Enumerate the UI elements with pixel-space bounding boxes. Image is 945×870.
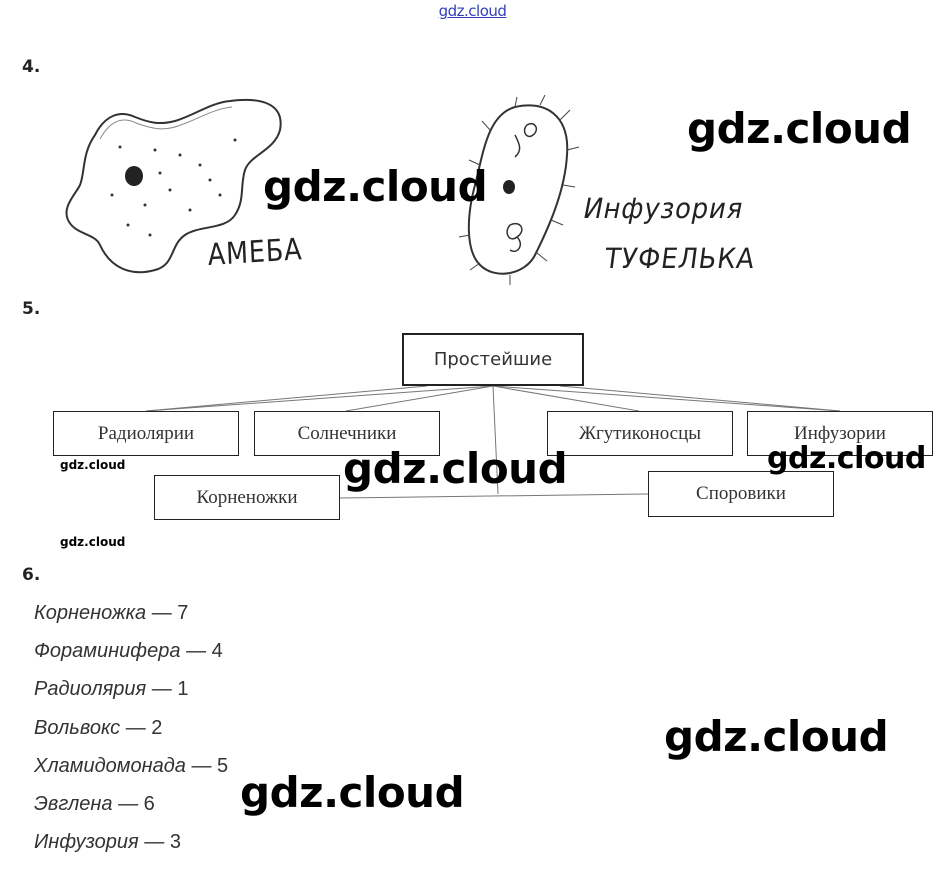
list-item: Корненожка — 7 — [34, 598, 228, 636]
watermark: gdz.cloud — [767, 441, 926, 476]
list-item-value: — 6 — [118, 792, 155, 815]
amoeba-drawing — [65, 98, 282, 274]
hierarchy-node-flagellates: Жгутиконосцы — [547, 411, 733, 456]
watermark: gdz.cloud — [60, 458, 126, 472]
watermark: gdz.cloud — [664, 712, 889, 761]
list-item: Фораминифера — 4 — [34, 636, 228, 674]
paramecium-drawing — [458, 95, 580, 285]
watermark: gdz.cloud — [60, 535, 126, 549]
section-5-number: 5. — [22, 299, 41, 319]
hierarchy-node-ciliates: Инфузории — [747, 411, 933, 456]
list-item-value: — 1 — [151, 678, 189, 701]
list-item: Инфузория — 3 — [34, 827, 228, 865]
watermark: gdz.cloud — [240, 768, 465, 817]
section-6-number: 6. — [22, 565, 41, 585]
list-item: Радиолярия — 1 — [34, 674, 228, 712]
list-item-name: Хламидомонада — [34, 754, 186, 777]
hierarchy-root-box: Простейшие — [402, 333, 584, 386]
watermark: gdz.cloud — [263, 162, 488, 211]
organism-number-list: Корненожка — 7 Фораминифера — 4 Радиоляр… — [34, 598, 228, 865]
list-item: Вольвокс — 2 — [34, 713, 228, 751]
list-item-name: Вольвокс — [34, 716, 121, 739]
hierarchy-node-heliozoans: Солнечники — [254, 411, 440, 456]
list-item-name: Инфузория — [34, 831, 139, 854]
watermark: gdz.cloud — [343, 444, 568, 493]
list-item-name: Эвглена — [34, 792, 113, 815]
list-item-value: — 3 — [144, 831, 181, 854]
hierarchy-node-rhizopods: Корненожки — [154, 475, 340, 520]
hierarchy-node-radiolarians: Радиолярии — [53, 411, 239, 456]
list-item-value: — 4 — [186, 640, 223, 663]
list-item-value: — 7 — [151, 602, 189, 624]
list-item-name: Корненожка — [34, 602, 147, 624]
list-item: Эвглена — 6 — [34, 789, 228, 827]
site-link[interactable]: gdz.cloud — [438, 2, 507, 20]
section-4-number: 4. — [22, 57, 41, 77]
hierarchy-node-sporozoans: Споровики — [648, 471, 834, 517]
watermark: gdz.cloud — [687, 104, 912, 153]
list-item: Хламидомонада — 5 — [34, 751, 228, 789]
list-item-name: Радиолярия — [34, 678, 147, 701]
list-item-value: — 2 — [125, 716, 163, 739]
list-item-name: Фораминифера — [34, 640, 181, 663]
list-item-value: — 5 — [191, 754, 229, 777]
